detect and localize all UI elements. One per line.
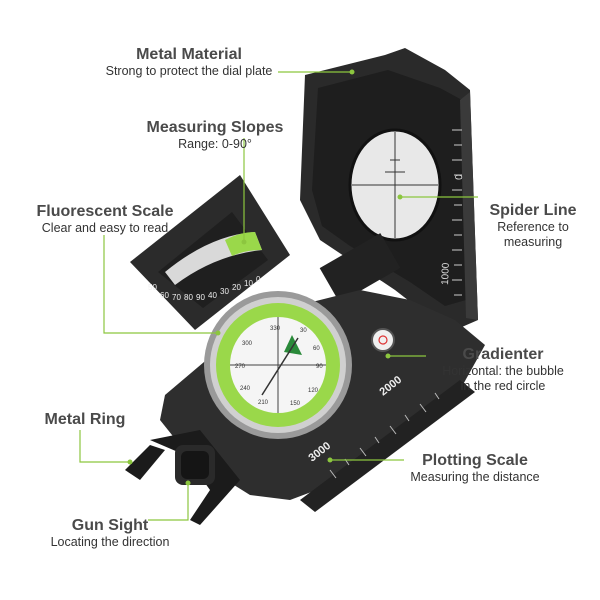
label-measuring-slopes-sub: Range: 0-90° (178, 137, 252, 152)
callout-dots (127, 69, 403, 486)
svg-text:120: 120 (308, 388, 319, 394)
label-measuring-slopes-title: Measuring Slopes (146, 119, 284, 136)
svg-text:20: 20 (232, 283, 241, 292)
lid-scale-label-1000: 1000 (440, 262, 452, 285)
label-plotting-scale-sub: Measuring the distance (410, 470, 540, 485)
lid-hinge (319, 233, 401, 303)
dial-numbers: 330 30 60 90 120 150 210 240 270 300 (235, 326, 323, 407)
label-gun-sight-sub: Locating the direction (50, 535, 170, 550)
label-spider-line-title: Spider Line (489, 202, 577, 219)
label-spider-line-sub2: measuring (503, 234, 563, 249)
svg-text:240: 240 (240, 386, 251, 392)
label-fluorescent-scale-title: Fluorescent Scale (36, 203, 174, 220)
label-gradienter-sub2: in the red circle (460, 378, 546, 393)
label-metal-material-sub: Strong to protect the dial plate (105, 64, 273, 79)
label-plotting-scale-title: Plotting Scale (422, 452, 528, 469)
svg-text:270: 270 (235, 364, 246, 370)
label-gun-sight: Gun Sight Locating the direction (30, 517, 190, 550)
svg-text:40: 40 (208, 291, 217, 300)
clinometer-plate (130, 175, 290, 330)
sighting-lens (348, 128, 442, 242)
label-metal-ring-title: Metal Ring (44, 411, 126, 428)
label-metal-material-title: Metal Material (136, 46, 242, 63)
clinometer-scale-labels: 50 60 70 80 90 40 30 20 10 0 (148, 275, 261, 302)
label-metal-material: Metal Material Strong to protect the dia… (80, 46, 298, 79)
label-spider-line: Spider Line Reference to measuring (478, 202, 588, 249)
svg-text:80: 80 (184, 293, 193, 302)
label-metal-ring: Metal Ring (30, 411, 140, 429)
svg-text:60: 60 (160, 291, 169, 300)
label-measuring-slopes: Measuring Slopes Range: 0-90° (115, 119, 315, 152)
svg-text:300: 300 (242, 341, 253, 347)
label-gun-sight-title: Gun Sight (71, 517, 149, 534)
svg-text:50: 50 (148, 283, 157, 292)
label-gradienter-title: Gradienter (462, 346, 544, 363)
svg-text:10: 10 (244, 279, 253, 288)
svg-text:330: 330 (270, 326, 281, 332)
svg-text:70: 70 (172, 293, 181, 302)
lid-scale-ticks (452, 129, 462, 296)
svg-text:30: 30 (220, 287, 229, 296)
svg-text:150: 150 (290, 401, 301, 407)
bubble-level (371, 328, 395, 352)
callout-lines (79, 71, 478, 521)
label-fluorescent-scale-sub: Clear and easy to read (41, 221, 169, 236)
svg-text:90: 90 (316, 364, 323, 370)
label-spider-line-sub1: Reference to (497, 220, 569, 235)
label-plotting-scale: Plotting Scale Measuring the distance (395, 452, 555, 485)
label-fluorescent-scale: Fluorescent Scale Clear and easy to read (10, 203, 200, 236)
label-gradienter: Gradienter Horizontal: the bubble in the… (428, 346, 578, 393)
plotting-scale-ticks (329, 392, 440, 479)
svg-text:60: 60 (313, 346, 320, 352)
svg-text:210: 210 (258, 400, 269, 406)
compass-dial (204, 291, 352, 439)
svg-text:30: 30 (300, 328, 307, 334)
svg-text:0: 0 (256, 275, 261, 284)
lid-scale-label-0: 0 (454, 174, 465, 180)
label-gradienter-sub1: Horizontal: the bubble (442, 364, 564, 379)
gun-sight (125, 430, 240, 525)
svg-text:90: 90 (196, 293, 205, 302)
